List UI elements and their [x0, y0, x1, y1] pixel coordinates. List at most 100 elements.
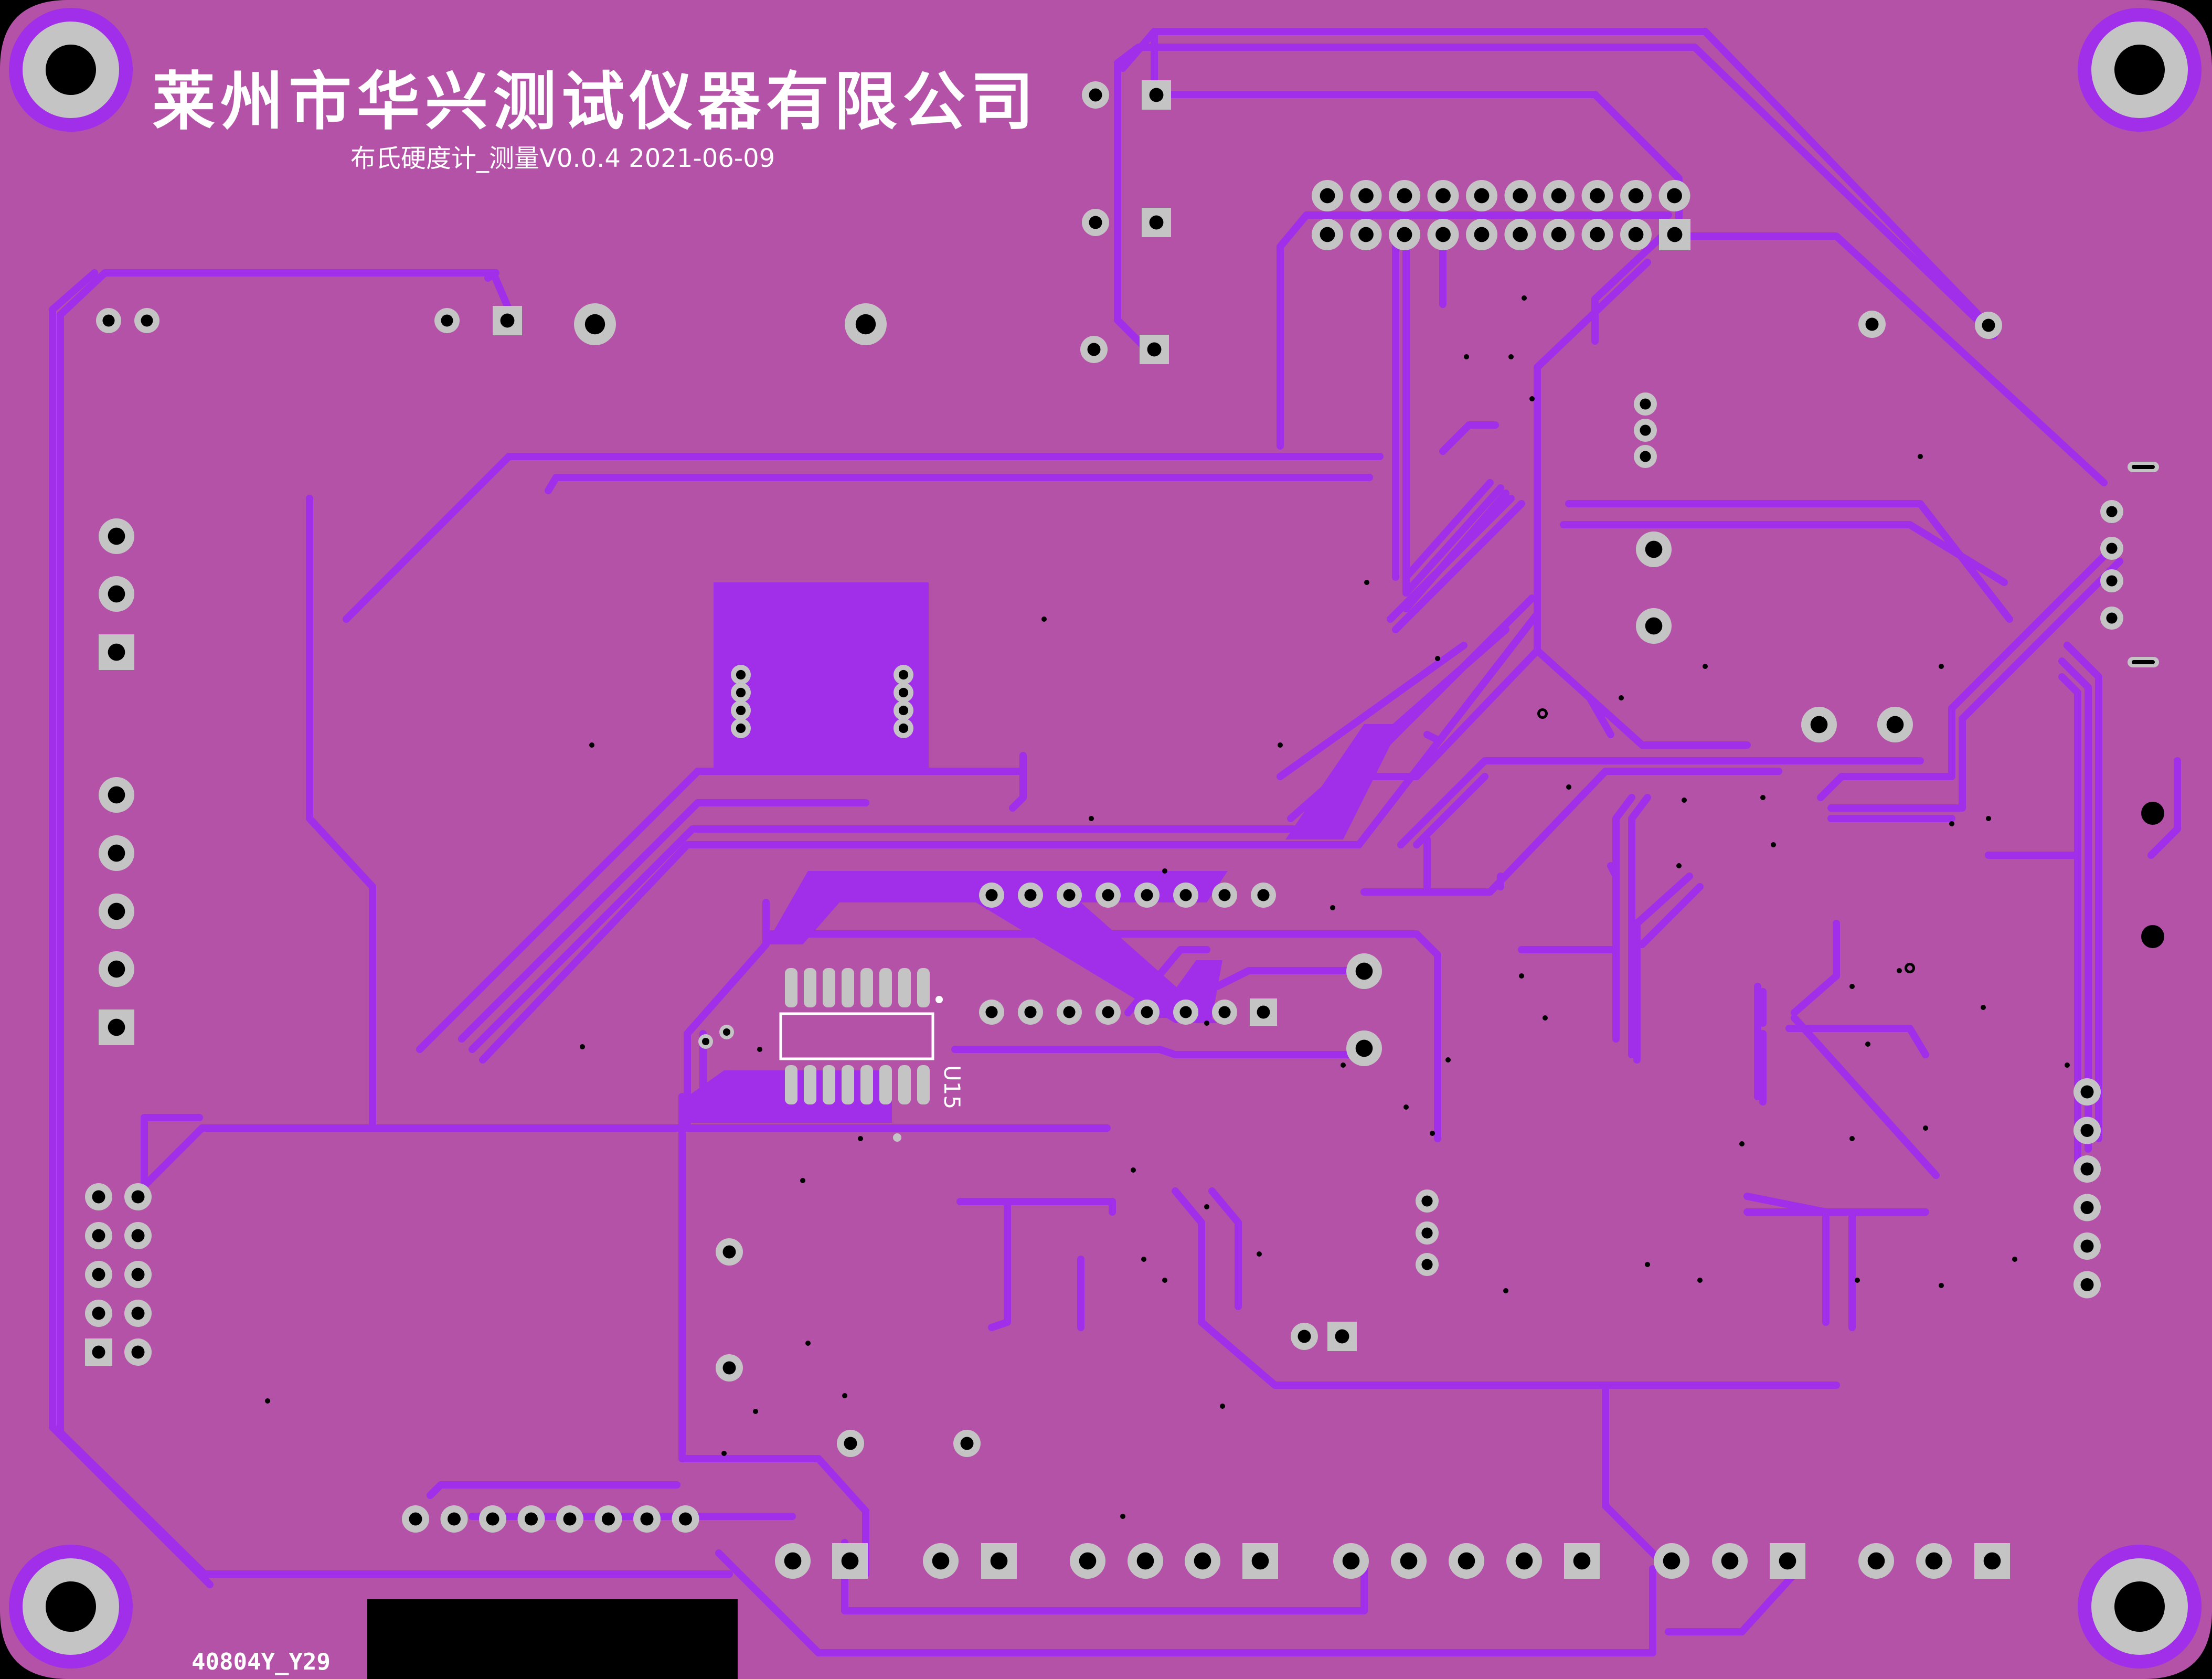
vias — [265, 295, 2164, 1519]
via — [1855, 1278, 1860, 1283]
square-pad — [1142, 80, 1171, 110]
via — [1739, 1141, 1745, 1146]
company-name: 莱州市华兴测试仪器有限公司 — [152, 65, 1039, 139]
round-pad — [1185, 1543, 1220, 1579]
round-pad — [716, 1238, 743, 1266]
round-pad — [1712, 1543, 1748, 1579]
square-pad — [99, 1009, 134, 1045]
u15-outline — [779, 1012, 934, 1060]
via — [858, 1136, 863, 1141]
via — [1341, 1062, 1346, 1068]
round-pad — [99, 835, 134, 871]
mounting-holes — [9, 8, 2202, 1669]
round-pad — [775, 1543, 811, 1579]
via — [1529, 396, 1535, 401]
via — [1897, 968, 1902, 973]
round-pad — [1581, 180, 1613, 211]
round-pad — [2073, 1232, 2101, 1260]
via — [1257, 1251, 1262, 1257]
round-pad — [1449, 1543, 1484, 1579]
soic-footprint-u15 — [779, 968, 943, 1104]
round-pad — [1858, 1543, 1894, 1579]
round-pad — [434, 308, 460, 333]
round-pad — [1620, 219, 1652, 250]
via — [1703, 664, 1708, 669]
round-pad — [1350, 180, 1382, 211]
round-pad — [1080, 336, 1108, 363]
round-pad — [2073, 1194, 2101, 1221]
square-pad — [1142, 208, 1171, 237]
round-pad — [1654, 1543, 1689, 1579]
via — [1682, 798, 1687, 803]
round-pad — [1391, 1543, 1427, 1579]
via — [2141, 802, 2164, 825]
round-pad — [1636, 608, 1672, 644]
via — [1619, 695, 1624, 700]
via — [580, 1044, 585, 1049]
round-pad — [731, 718, 751, 738]
via — [1760, 795, 1766, 800]
round-pad — [1128, 1543, 1163, 1579]
round-pad — [845, 303, 887, 345]
round-pad — [837, 1430, 864, 1457]
via — [1364, 580, 1369, 585]
via — [1120, 1514, 1125, 1519]
round-pad — [1634, 392, 1657, 416]
via — [1131, 1167, 1136, 1173]
round-pad — [2100, 500, 2123, 523]
round-pad — [1543, 219, 1575, 250]
round-pad — [1466, 180, 1497, 211]
round-pad — [2100, 569, 2123, 592]
mounting-hole-bottom-left — [9, 1545, 133, 1669]
round-pad — [1416, 1253, 1439, 1276]
via — [721, 1451, 727, 1456]
round-pad — [2073, 1271, 2101, 1299]
via — [1543, 1015, 1548, 1021]
via — [1141, 1010, 1146, 1015]
via — [1986, 816, 1991, 821]
via — [2141, 925, 2164, 948]
round-pad — [1427, 219, 1459, 250]
square-pad — [85, 1338, 112, 1366]
round-pad — [594, 1505, 622, 1533]
round-pad — [2073, 1117, 2101, 1144]
round-pad — [672, 1505, 699, 1533]
round-pad — [1543, 180, 1575, 211]
via — [842, 1393, 847, 1398]
round-pad — [85, 1222, 112, 1249]
round-pad — [1658, 180, 1690, 211]
square-pad — [1327, 1322, 1357, 1351]
square-pad — [1250, 998, 1277, 1026]
round-pad — [1312, 180, 1343, 211]
round-pad — [1801, 707, 1837, 742]
u15-pin1-dot — [935, 996, 943, 1003]
via — [1939, 1283, 1944, 1288]
via — [1220, 1404, 1225, 1409]
round-pad — [134, 308, 159, 333]
round-pad — [1581, 219, 1613, 250]
round-pad — [894, 700, 913, 720]
round-pad — [1877, 707, 1913, 742]
round-pad — [85, 1261, 112, 1288]
round-pad — [1082, 209, 1109, 236]
round-pad — [1504, 180, 1536, 211]
round-pad — [1018, 1000, 1043, 1025]
round-pad — [731, 683, 751, 703]
via — [1041, 617, 1047, 622]
round-pad — [1466, 219, 1497, 250]
square-pad — [1974, 1543, 2010, 1579]
square-pad — [1564, 1543, 1600, 1579]
via — [1330, 905, 1335, 910]
via — [1522, 295, 1527, 301]
via — [1566, 784, 1571, 790]
round-pad — [1620, 180, 1652, 211]
round-pad — [99, 777, 134, 813]
via — [757, 1047, 762, 1052]
round-pad — [1350, 219, 1382, 250]
round-pad — [633, 1505, 661, 1533]
round-pad — [1346, 1030, 1382, 1066]
round-pad — [1070, 1543, 1105, 1579]
round-pad — [1212, 883, 1237, 908]
via — [1162, 1278, 1167, 1283]
